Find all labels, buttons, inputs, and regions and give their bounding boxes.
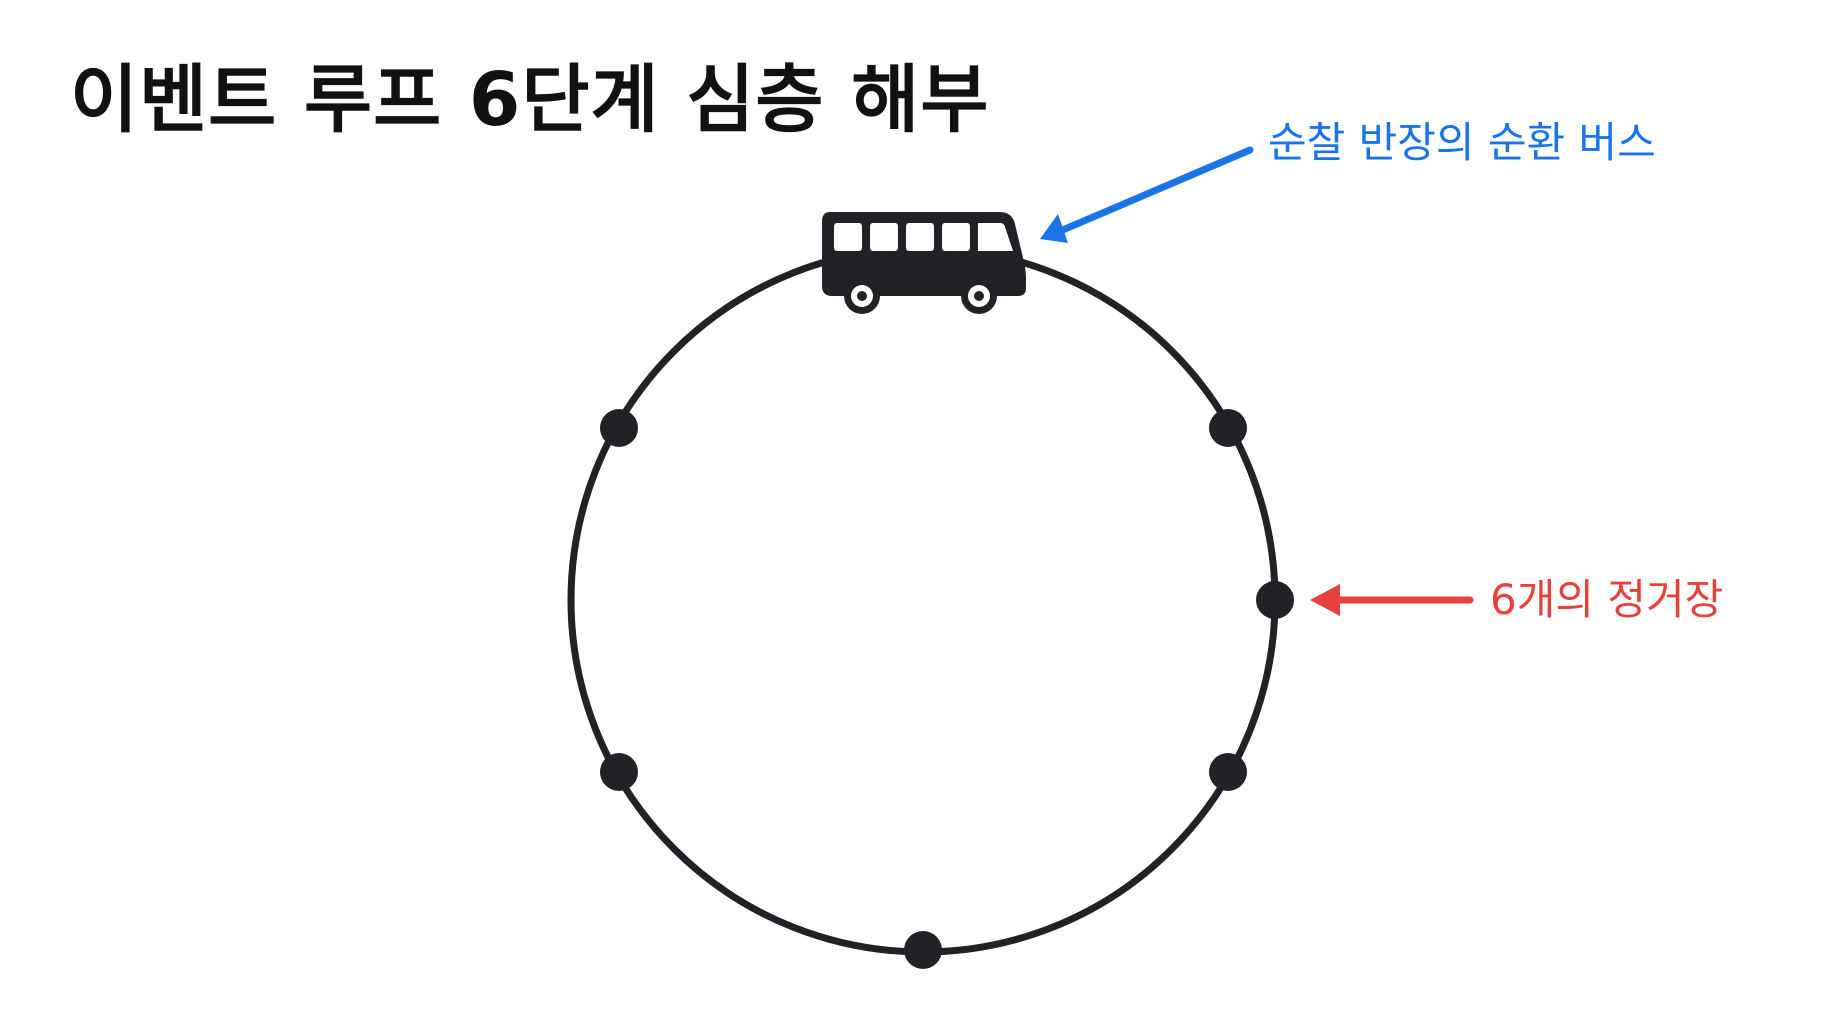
bus-icon <box>822 212 1026 314</box>
bus-annotation: 순찰 반장의 순환 버스 <box>1268 118 1656 167</box>
stop-dot <box>1209 753 1247 791</box>
stops-annotation: 6개의 정거장 <box>1490 575 1723 624</box>
bus-arrow <box>1040 146 1254 243</box>
stop-dot <box>904 931 942 969</box>
stops <box>600 409 1294 969</box>
loop-ring <box>567 244 1279 956</box>
stops-arrow <box>1310 584 1474 616</box>
stop-dot <box>1209 409 1247 447</box>
page-title: 이벤트 루프 6단계 심층 해부 <box>70 57 990 143</box>
stop-dot <box>1256 581 1294 619</box>
stop-dot <box>600 409 638 447</box>
stop-dot <box>600 753 638 791</box>
